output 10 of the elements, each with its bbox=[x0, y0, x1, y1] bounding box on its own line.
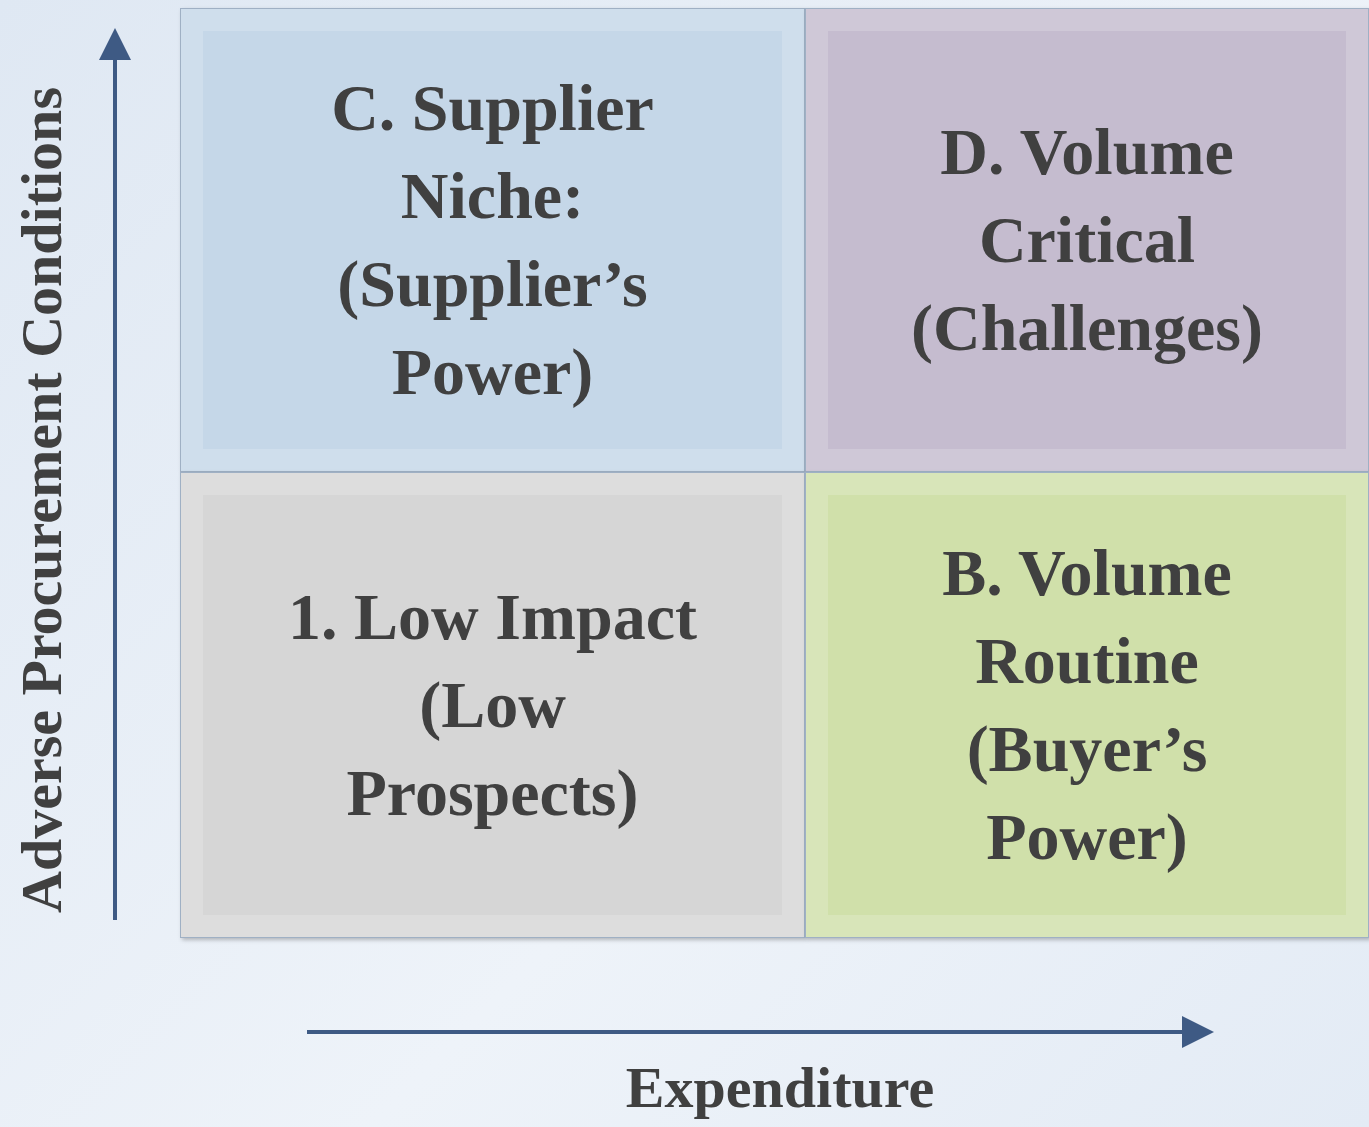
quadrant-panel bbox=[180, 8, 805, 472]
quadrant-panel bbox=[805, 8, 1369, 472]
quadrant-label: 1. Low Impact (Low Prospects) bbox=[287, 579, 698, 831]
quadrant-label: D. Volume Critical (Challenges) bbox=[910, 114, 1264, 366]
quadrant-label: C. Supplier Niche: (Supplier’s Power) bbox=[330, 70, 655, 410]
axis-title: Adverse Procurement Conditions bbox=[10, 87, 74, 913]
quadrant-panel bbox=[180, 472, 805, 938]
quadrant-panel bbox=[805, 472, 1369, 938]
axis-title: Expenditure bbox=[625, 1056, 935, 1120]
quadrant-label: B. Volume Routine (Buyer’s Power) bbox=[941, 535, 1233, 875]
